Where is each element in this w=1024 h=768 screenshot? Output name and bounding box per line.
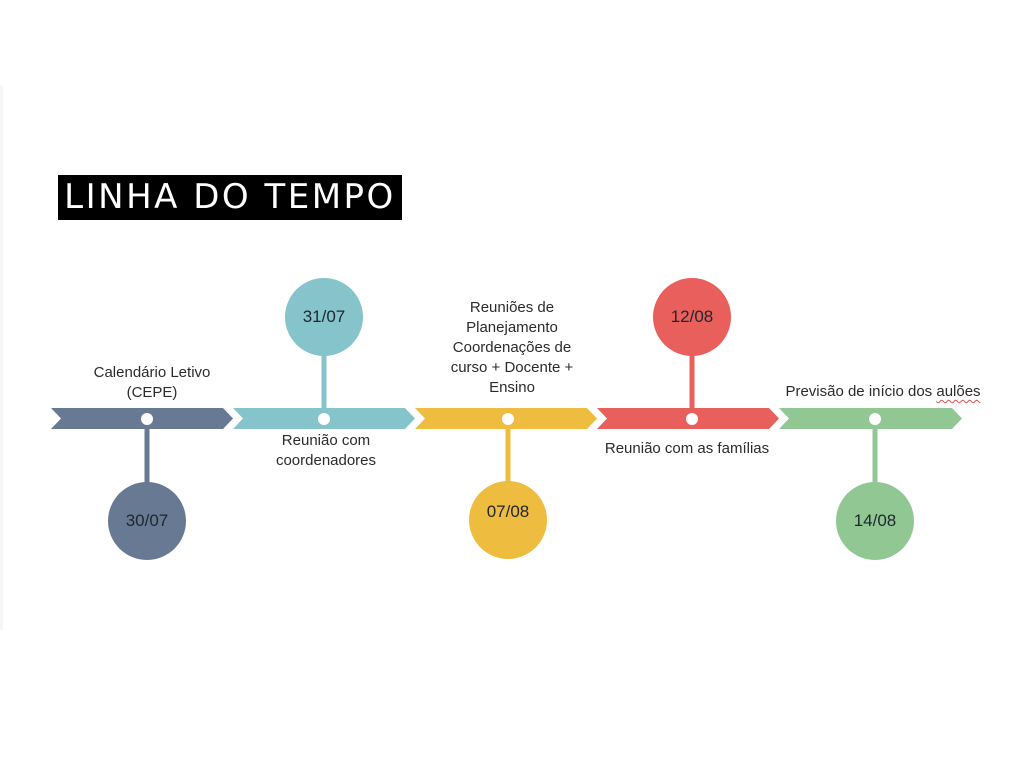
event-date-1: 30/07 [125, 511, 169, 530]
event-label-5-text: Previsão de início dos [785, 383, 937, 400]
event-label-3: Reuniões de Planejamento Coordenações de… [422, 298, 602, 398]
date-circle-5 [836, 482, 914, 560]
event-label-1-line: Calendário Letivo [93, 364, 211, 381]
timeline-segment-3 [415, 408, 597, 559]
event-label-2-line: coordenadores [275, 452, 377, 469]
date-circle-4 [653, 278, 731, 356]
event-label-4-line: Reunião com as famílias [604, 440, 770, 457]
event-label-3-line: Reuniões de [469, 299, 555, 316]
event-date-3: 07/08 [486, 502, 530, 521]
event-label-1: Calendário Letivo (CEPE) [62, 363, 242, 403]
event-label-1-line: (CEPE) [126, 384, 178, 401]
event-label-4: Reunião com as famílias [582, 439, 792, 459]
page-edge [0, 85, 3, 630]
spellcheck-flagged-word: aulões [936, 383, 981, 400]
date-circle-1 [108, 482, 186, 560]
timeline-segment-2 [233, 278, 415, 429]
milestone-dot-5 [869, 413, 881, 425]
event-date-5: 14/08 [853, 511, 897, 530]
event-date-4: 12/08 [670, 307, 714, 326]
event-label-3-line: Ensino [489, 379, 535, 396]
date-circle-2 [285, 278, 363, 356]
event-label-2-line: Reunião com [281, 432, 371, 449]
milestone-dot-3 [502, 413, 514, 425]
milestone-dot-2 [318, 413, 330, 425]
timeline-segment-5 [779, 408, 962, 560]
date-circle-3 [469, 481, 547, 559]
page-title: LINHA DO TEMPO [58, 175, 402, 220]
event-label-2: Reunião com coordenadores [236, 431, 416, 471]
milestone-dot-1 [141, 413, 153, 425]
timeline-segment-1 [51, 408, 233, 560]
event-label-3-line: Planejamento [466, 319, 558, 336]
timeline-segment-4 [597, 278, 779, 429]
event-label-3-line: curso + Docente + [450, 359, 574, 376]
event-label-3-line: Coordenações de [452, 339, 572, 356]
milestone-dot-4 [686, 413, 698, 425]
event-label-5: Previsão de início dos aulões [768, 382, 998, 402]
event-date-2: 31/07 [302, 307, 346, 326]
